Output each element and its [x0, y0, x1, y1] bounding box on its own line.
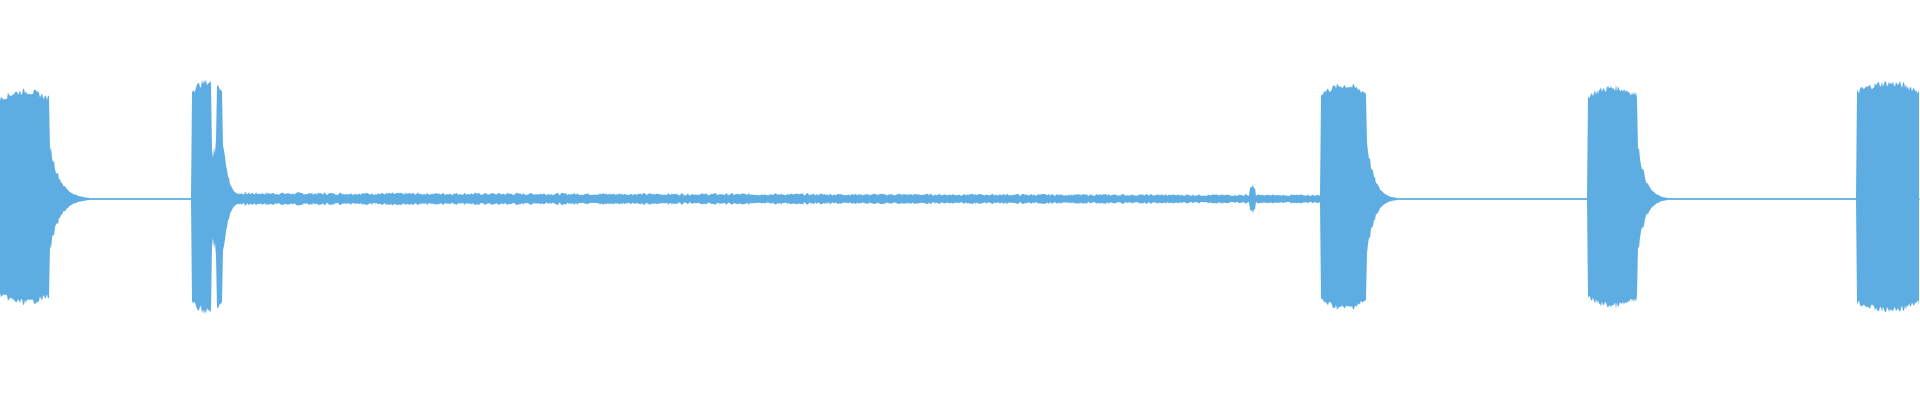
- waveform-envelope: [0, 79, 1919, 314]
- waveform-samples: [0, 79, 1919, 314]
